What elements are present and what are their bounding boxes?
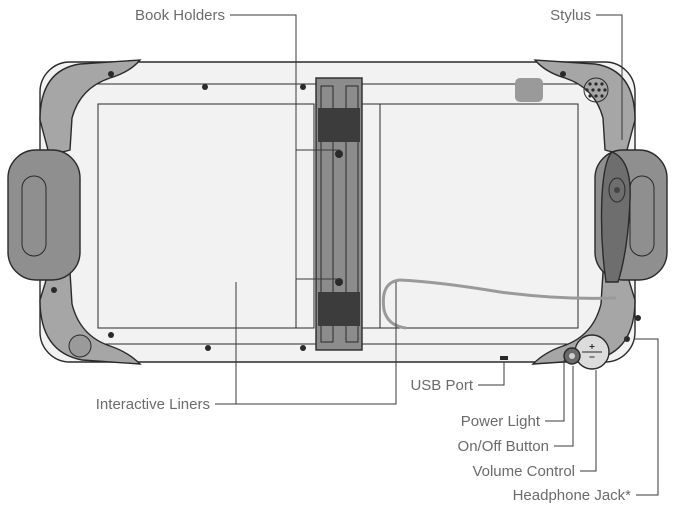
speaker-grille [583, 77, 609, 103]
rubber-bumpers [39, 59, 636, 365]
headphone-jack-shape [624, 336, 630, 342]
controls-cluster [563, 334, 630, 370]
stylus [600, 151, 631, 283]
book-holder-clip-top [318, 108, 360, 142]
left-page [97, 103, 315, 329]
stylus-tether [381, 278, 617, 330]
book-holder-spine [315, 77, 363, 351]
left-handle [7, 149, 81, 281]
label-usb-port: USB Port [410, 377, 473, 394]
label-headphone-jack: Headphone Jack* [513, 487, 632, 504]
label-volume-control: Volume Control [472, 463, 575, 480]
label-on-off-button: On/Off Button [458, 438, 549, 455]
screw-dots [51, 71, 641, 351]
usb-port-shape [500, 356, 508, 360]
label-stylus: Stylus [550, 7, 591, 24]
leapstart-logo-badge [515, 78, 543, 102]
leader-lines [215, 14, 659, 496]
power-light-shape [569, 353, 575, 359]
label-interactive-liners: Interactive Liners [96, 396, 210, 413]
label-book-holders: Book Holders [135, 7, 225, 24]
leapfrog-logo-badge [68, 334, 92, 358]
label-power-light: Power Light [461, 413, 541, 430]
book-holder-clip-bottom [318, 292, 360, 326]
